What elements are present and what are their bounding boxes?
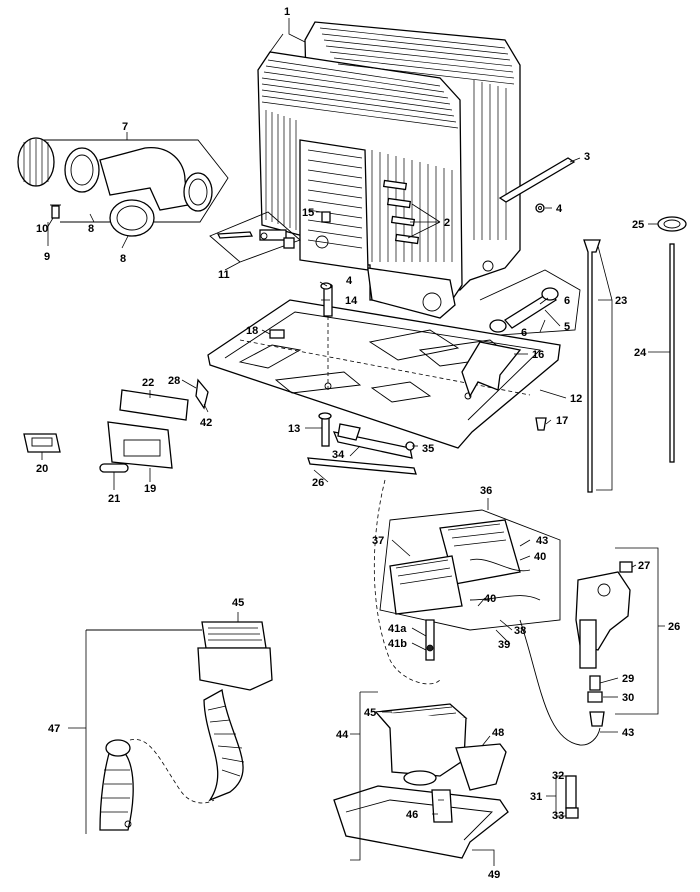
callout-43: 43: [536, 535, 548, 547]
callout-31: 31: [530, 791, 542, 803]
probe-23: [583, 239, 601, 493]
callout-26: 26: [668, 621, 680, 633]
bracket-3: [498, 157, 576, 203]
callout-45: 45: [232, 597, 244, 609]
callout-1: 1: [284, 6, 290, 18]
heater-box-44: [333, 703, 509, 859]
bracket-16: [461, 341, 522, 398]
callout-28: 28: [168, 375, 180, 387]
bolt-13: [321, 415, 330, 447]
bracket-26-lower: [307, 457, 417, 475]
callout-26: 26: [312, 477, 324, 489]
callout-21: 21: [108, 493, 120, 505]
callout-16: 16: [532, 349, 544, 361]
electrode-41: [425, 619, 435, 661]
callout-46: 46: [406, 809, 418, 821]
callout-42: 42: [200, 417, 212, 429]
callout-25: 25: [632, 219, 644, 231]
callout-41a: 41a: [388, 623, 407, 635]
gas-line: [373, 479, 441, 685]
gas-valve-26: [575, 561, 633, 727]
callout-43: 43: [622, 727, 634, 739]
callout-20: 20: [36, 463, 48, 475]
callout-18: 18: [246, 325, 258, 337]
callout-45: 45: [364, 707, 376, 719]
pipe-assembly-5: [479, 269, 581, 336]
callout-6: 6: [564, 295, 570, 307]
callout-11: 11: [218, 269, 230, 281]
duct-group-47: [86, 621, 273, 831]
callout-33: 33: [552, 810, 564, 822]
callout-7: 7: [122, 121, 128, 133]
bracket-48: [455, 743, 507, 791]
stud-14: [323, 285, 333, 317]
screw-17: [535, 417, 547, 431]
callout-12: 12: [570, 393, 582, 405]
callout-27: 27: [638, 560, 650, 572]
callout-36: 36: [480, 485, 492, 497]
callout-2: 2: [444, 217, 450, 229]
callout-47: 47: [48, 723, 60, 735]
callout-34: 34: [332, 449, 345, 461]
callout-48: 48: [492, 727, 504, 739]
clip-18: [269, 329, 285, 339]
leader-lines: [41, 18, 670, 866]
cover-22: [119, 389, 189, 421]
cap-20: [23, 433, 61, 453]
callout-40: 40: [484, 593, 496, 605]
cap-25: [657, 216, 687, 232]
lever-28: [195, 378, 209, 410]
callout-13: 13: [288, 423, 300, 435]
callout-30: 30: [622, 692, 634, 704]
callout-9: 9: [44, 251, 50, 263]
screw-15: [321, 211, 331, 223]
pin-32: [565, 775, 577, 809]
callout-8: 8: [88, 223, 94, 235]
nut-4-left: [320, 282, 332, 290]
callout-4: 4: [346, 275, 353, 287]
callout-44: 44: [336, 729, 349, 741]
clamp-11: [209, 211, 301, 263]
fuse-21: [99, 463, 129, 473]
callout-labels: 1 2 3 4 4 5 6 6 7 8 8 9 10 11 12 13 14 1…: [36, 6, 680, 881]
callout-14: 14: [345, 295, 358, 307]
flue-elbow-group: [17, 137, 229, 237]
callout-39: 39: [498, 639, 510, 651]
base-plate: [207, 299, 561, 449]
callout-29: 29: [622, 673, 634, 685]
callout-8: 8: [120, 253, 126, 265]
callout-3: 3: [584, 151, 590, 163]
callout-4: 4: [556, 203, 563, 215]
clip-46: [431, 789, 453, 823]
callout-32: 32: [552, 770, 564, 782]
callout-19: 19: [144, 483, 156, 495]
rod-24: [669, 243, 675, 463]
heat-exchanger: [257, 21, 521, 319]
callout-23: 23: [615, 295, 627, 307]
housing-19: [107, 421, 173, 469]
callout-35: 35: [422, 443, 434, 455]
callout-17: 17: [556, 415, 568, 427]
callout-49: 49: [488, 869, 500, 881]
callout-40: 40: [534, 551, 546, 563]
nut-33: [565, 807, 579, 819]
callout-37: 37: [372, 535, 384, 547]
nut-4-right: [535, 203, 545, 213]
callout-24: 24: [634, 347, 647, 359]
callout-41b: 41b: [388, 638, 407, 650]
callout-22: 22: [142, 377, 154, 389]
callout-38: 38: [514, 625, 526, 637]
callout-6: 6: [521, 327, 527, 339]
burner-group: [379, 509, 561, 631]
callout-5: 5: [564, 321, 570, 333]
callout-15: 15: [302, 207, 314, 219]
callout-10: 10: [36, 223, 48, 235]
